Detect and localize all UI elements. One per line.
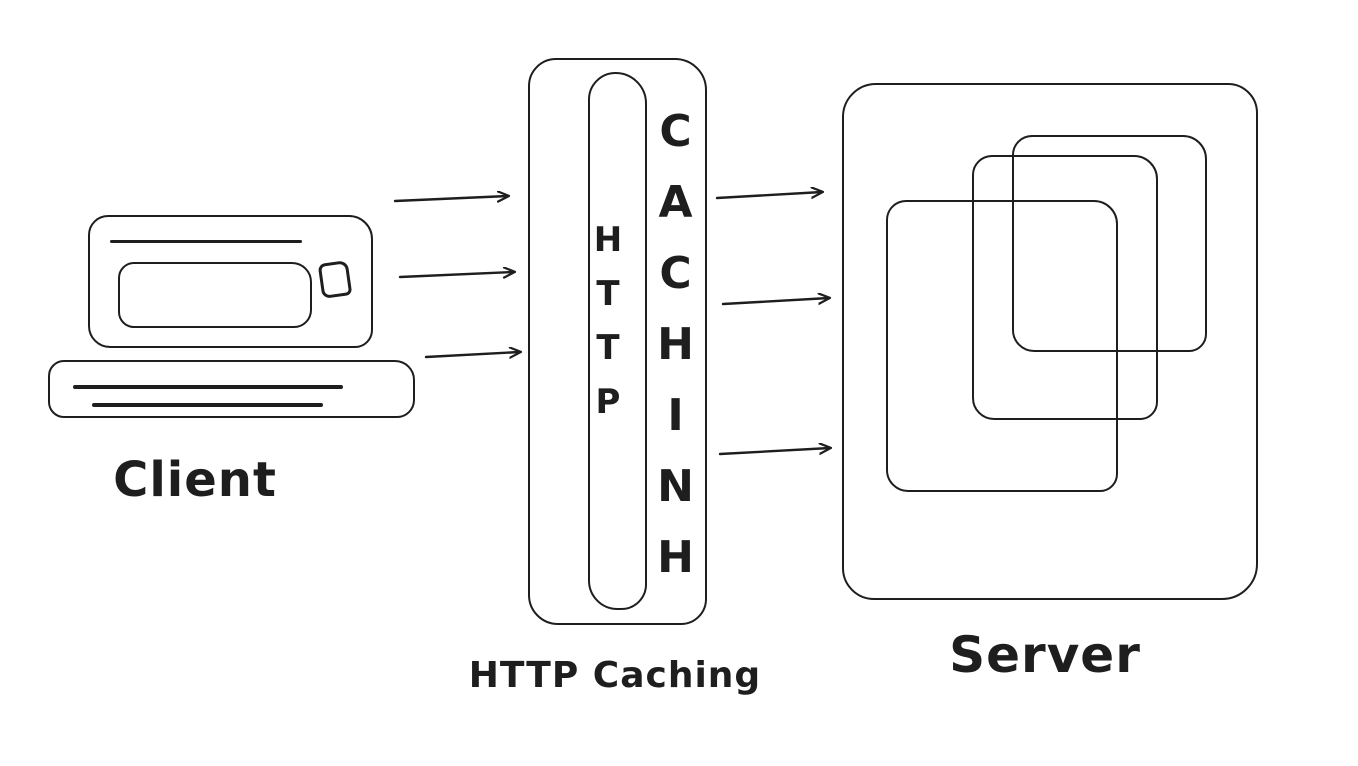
cache-inner-box xyxy=(588,72,647,610)
server-outer-box xyxy=(842,83,1258,600)
arrow-cache-to-server-2 xyxy=(721,298,829,304)
client-keyboard-icon xyxy=(48,360,415,418)
client-monitor-icon xyxy=(88,215,373,348)
client-label: Client xyxy=(113,452,277,508)
client-monitor-button-icon xyxy=(317,260,353,299)
client-keyboard-line-2 xyxy=(92,403,323,407)
cache-caption: HTTP Caching xyxy=(468,655,762,696)
arrow-cache-to-server-1 xyxy=(715,192,822,198)
arrow-cache-to-server-3 xyxy=(718,448,830,456)
cache-cachinh-vertical-text: CACHINH xyxy=(650,106,701,603)
arrow-client-to-cache-2 xyxy=(398,272,514,277)
arrow-client-to-cache-1 xyxy=(393,196,508,201)
client-monitor-screen xyxy=(118,262,312,328)
arrow-client-to-cache-3 xyxy=(424,352,520,357)
client-monitor-top-line xyxy=(110,240,302,243)
cache-http-vertical-text: HTTP xyxy=(588,220,628,436)
server-label: Server xyxy=(949,626,1141,684)
server-nested-box-middle xyxy=(972,155,1158,420)
client-keyboard-line-1 xyxy=(73,385,343,389)
server-nested-box-left xyxy=(886,200,1118,492)
cache-outer-box xyxy=(528,58,707,625)
server-nested-box-top xyxy=(1012,135,1207,352)
